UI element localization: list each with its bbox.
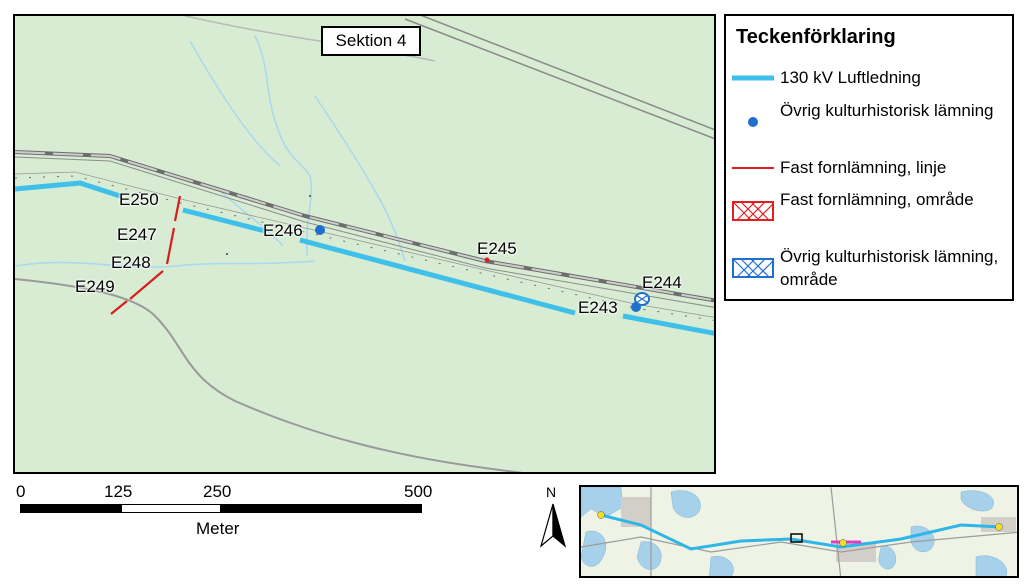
legend-label: Övrig kulturhistorisk lämning bbox=[780, 101, 994, 120]
feature-label-e247: E247 bbox=[117, 225, 157, 244]
power-line bbox=[15, 180, 714, 336]
blue-hatched-area-icon bbox=[732, 258, 774, 278]
road-lower bbox=[15, 278, 523, 472]
red-line-icon bbox=[732, 167, 774, 169]
scale-bar: 0 125 250 500 Meter bbox=[16, 482, 432, 542]
scale-tick-250: 250 bbox=[203, 482, 232, 501]
feature-label-e249: E249 bbox=[75, 277, 115, 296]
feature-label-e248: E248 bbox=[111, 253, 151, 272]
scale-unit: Meter bbox=[196, 519, 240, 538]
fornlamning-lines bbox=[110, 195, 182, 315]
railway-main bbox=[15, 150, 714, 308]
scale-tick-125: 125 bbox=[104, 482, 133, 501]
feature-label-e243: E243 bbox=[578, 298, 618, 317]
overview-roads bbox=[581, 487, 1017, 576]
feature-label-e250: E250 bbox=[119, 190, 159, 209]
line-e247 bbox=[165, 227, 176, 265]
scale-segment bbox=[121, 504, 221, 513]
line-e250 bbox=[173, 195, 182, 222]
red-hatched-area-icon bbox=[732, 201, 774, 221]
feature-label-e244: E244 bbox=[642, 273, 682, 292]
legend-label: Fast fornlämning, linje bbox=[780, 158, 947, 177]
scale-segment bbox=[20, 504, 122, 513]
overview-map bbox=[579, 485, 1019, 578]
feature-label-e246: E246 bbox=[263, 221, 303, 240]
blue-point-icon bbox=[748, 117, 758, 127]
line-e248 bbox=[129, 270, 164, 300]
area-e244 bbox=[634, 292, 650, 306]
legend-label: Fast fornlämning, område bbox=[780, 190, 974, 209]
scale-tick-500: 500 bbox=[404, 482, 433, 501]
overview-canvas bbox=[581, 487, 1017, 576]
north-arrow-icon bbox=[539, 503, 567, 548]
map-canvas bbox=[15, 16, 714, 472]
overview-section-box bbox=[790, 533, 803, 543]
cyan-line-icon bbox=[732, 75, 774, 81]
legend-title: Teckenförklaring bbox=[736, 26, 896, 48]
point-e243 bbox=[631, 302, 641, 312]
scale-tick-0: 0 bbox=[16, 482, 26, 501]
legend-label: Övrig kulturhistorisk lämning, område bbox=[780, 247, 999, 289]
feature-label-e245: E245 bbox=[477, 239, 517, 258]
legend-label: 130 kV Luftledning bbox=[780, 68, 921, 87]
scale-segment bbox=[220, 504, 422, 513]
section-label: Sektion 4 bbox=[321, 26, 421, 56]
point-e246 bbox=[315, 225, 325, 235]
legend-panel: Teckenförklaring 130 kV Luftledning Övri… bbox=[724, 14, 1014, 301]
line-e249 bbox=[110, 300, 128, 315]
railway-upper bbox=[404, 16, 714, 140]
point-e245 bbox=[484, 257, 490, 263]
map-frame: Sektion 4 E250 E247 E248 E249 E246 E245 … bbox=[13, 14, 716, 474]
north-arrow: N bbox=[536, 484, 570, 550]
north-letter: N bbox=[546, 484, 557, 500]
